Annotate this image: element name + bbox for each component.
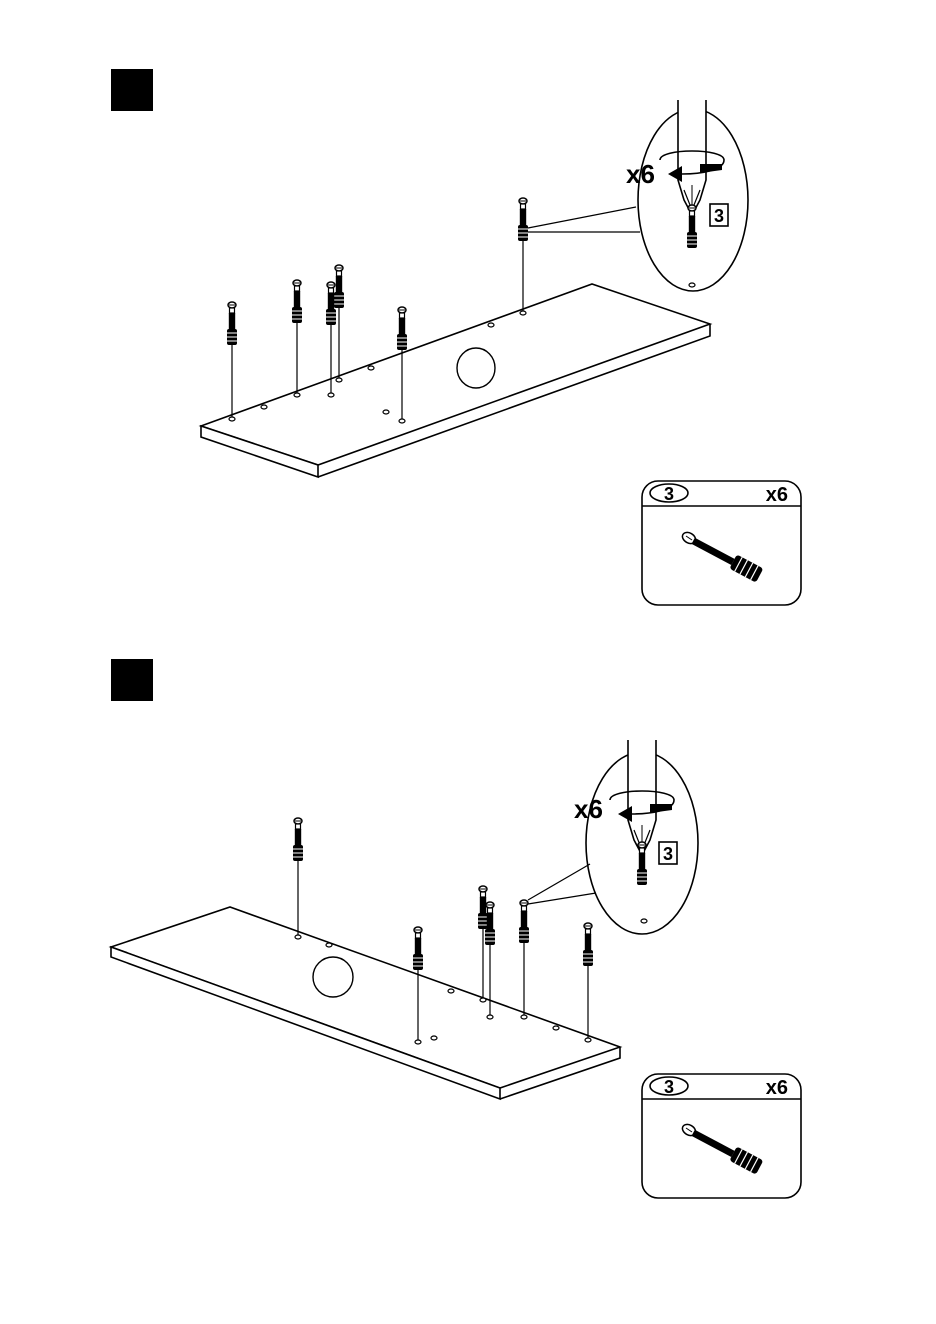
parts-box-part-number: 3 <box>664 1077 674 1097</box>
cam-dowel-icon <box>292 280 302 323</box>
step-1-parts-box: 3 x6 <box>642 481 801 605</box>
step-2-detail-callout: 3 <box>528 740 698 934</box>
cam-dowel-icon <box>227 302 237 345</box>
step-2-panel: 3 x6 3 x6 <box>111 740 801 1198</box>
callout-part-number: 3 <box>714 206 724 226</box>
quantity-label: x6 <box>626 159 655 189</box>
cam-dowel-icon <box>518 198 528 241</box>
cam-dowel-icon <box>583 923 593 966</box>
parts-box-part-number: 3 <box>664 484 674 504</box>
cam-dowel-icon <box>413 927 423 970</box>
cam-dowel-icon <box>519 900 529 943</box>
cam-dowel-icon <box>334 265 344 308</box>
step-2-parts-box: 3 x6 <box>642 1074 801 1198</box>
step-1-detail-callout: 3 <box>528 100 748 291</box>
cam-dowel-icon <box>293 818 303 861</box>
cam-dowel-icon <box>397 307 407 350</box>
parts-box-quantity: x6 <box>766 484 788 506</box>
callout-part-number: 3 <box>663 844 673 864</box>
quantity-label: x6 <box>574 794 603 824</box>
parts-box-quantity: x6 <box>766 1077 788 1099</box>
step-1-panel: 3 x6 3 x6 <box>201 100 801 605</box>
